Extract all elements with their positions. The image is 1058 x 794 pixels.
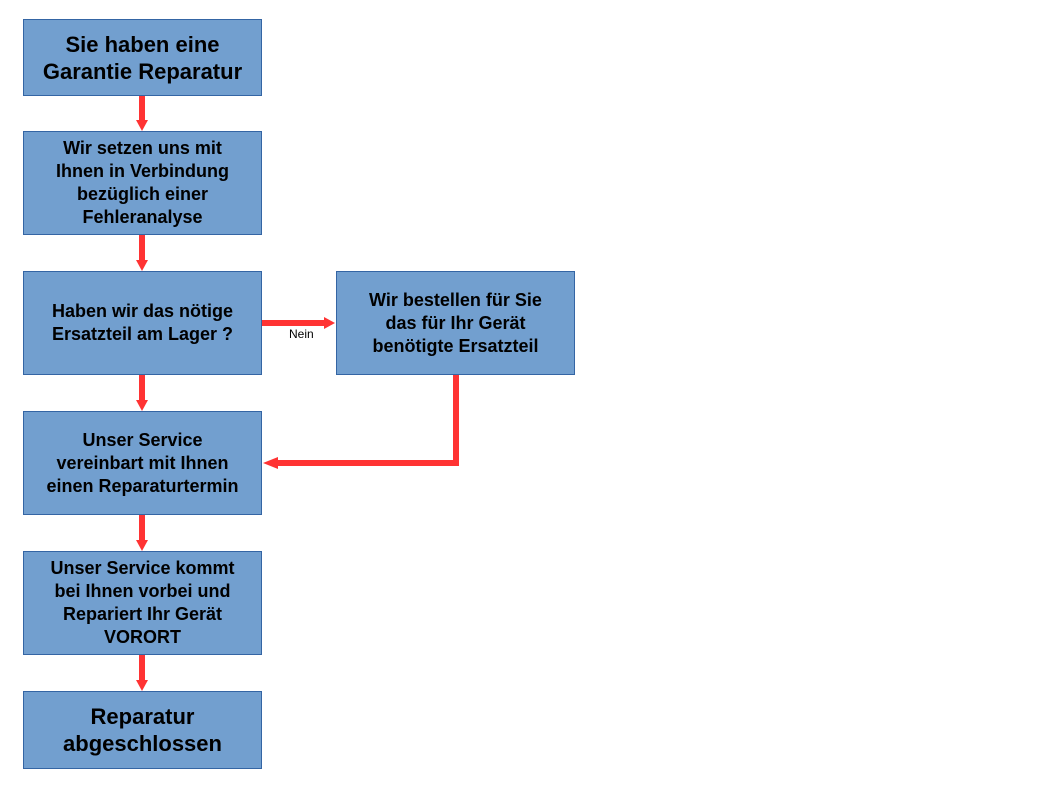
arrowhead-contact — [136, 120, 148, 131]
node-warranty-repair: Sie haben eine Garantie Reparatur — [23, 19, 262, 96]
arrow-order-to-appointment — [276, 375, 459, 466]
arrowhead-appointment-top — [136, 400, 148, 411]
arrowhead-order — [324, 317, 335, 329]
arrowhead-onsite — [136, 540, 148, 551]
node-onsite-repair: Unser Service kommt bei Ihnen vorbei und… — [23, 551, 262, 655]
node-order-spare-part: Wir bestellen für Sie das für Ihr Gerät … — [336, 271, 575, 375]
node-contact-fault-analysis: Wir setzen uns mit Ihnen in Verbindung b… — [23, 131, 262, 235]
arrowhead-appointment-side — [263, 457, 278, 469]
arrowhead-decision — [136, 260, 148, 271]
node-spare-part-decision: Haben wir das nötige Ersatzteil am Lager… — [23, 271, 262, 375]
node-repair-completed: Reparatur abgeschlossen — [23, 691, 262, 769]
node-schedule-appointment: Unser Service vereinbart mit Ihnen einen… — [23, 411, 262, 515]
arrowhead-end — [136, 680, 148, 691]
edge-label-no: Nein — [289, 327, 314, 341]
